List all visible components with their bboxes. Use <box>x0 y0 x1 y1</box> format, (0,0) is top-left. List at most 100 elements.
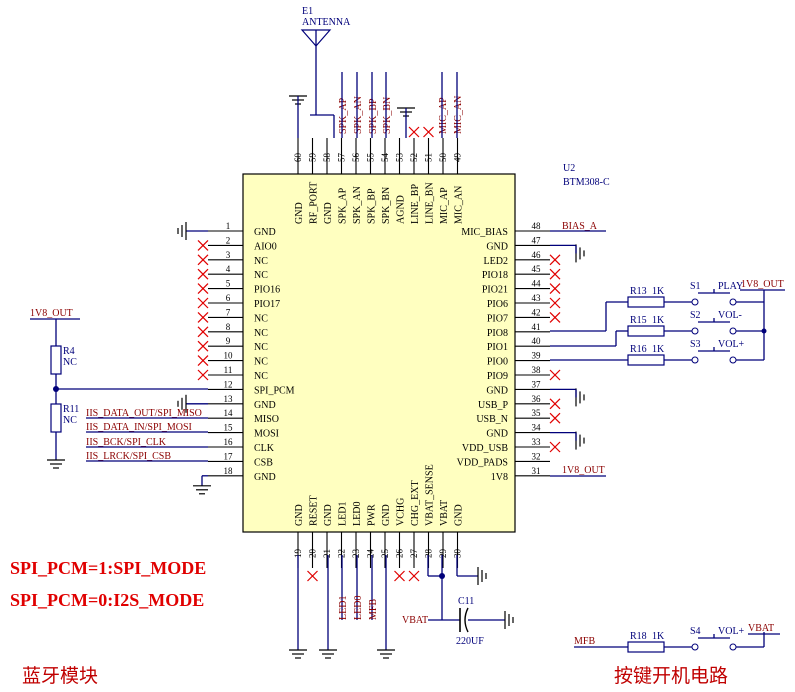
svg-text:SPK_BP: SPK_BP <box>367 188 378 224</box>
svg-text:CHG_EXT: CHG_EXT <box>410 480 421 526</box>
svg-text:PIO7: PIO7 <box>487 313 508 324</box>
svg-text:PIO0: PIO0 <box>487 357 508 368</box>
svg-text:PWR: PWR <box>367 504 378 526</box>
svg-text:MIC_BIAS: MIC_BIAS <box>461 227 508 238</box>
svg-text:28: 28 <box>424 549 434 559</box>
svg-text:GND: GND <box>254 472 276 483</box>
svg-text:NC: NC <box>63 357 77 368</box>
svg-text:MIC_AN: MIC_AN <box>454 186 465 224</box>
svg-text:MIC_AP: MIC_AP <box>438 97 449 134</box>
svg-text:VBAT: VBAT <box>439 500 450 526</box>
svg-text:ANTENNA: ANTENNA <box>302 17 351 28</box>
ic-body <box>242 173 516 533</box>
svg-text:1K: 1K <box>652 344 665 355</box>
svg-text:MIC_AN: MIC_AN <box>453 96 464 134</box>
svg-text:S1: S1 <box>690 281 701 292</box>
svg-text:54: 54 <box>380 153 390 163</box>
svg-text:36: 36 <box>532 394 542 404</box>
pin-7: 7NC <box>197 307 268 324</box>
svg-text:55: 55 <box>366 153 376 163</box>
svg-text:GND: GND <box>323 504 334 526</box>
svg-text:27: 27 <box>409 549 419 559</box>
svg-text:1K: 1K <box>652 631 665 642</box>
svg-text:VCHG: VCHG <box>396 498 407 526</box>
svg-text:22: 22 <box>337 549 347 558</box>
svg-text:GND: GND <box>254 400 276 411</box>
svg-text:IIS_DATA_OUT/SPI_MISO: IIS_DATA_OUT/SPI_MISO <box>86 408 202 419</box>
svg-text:43: 43 <box>532 293 542 303</box>
svg-text:40: 40 <box>532 336 542 346</box>
svg-text:LED2: LED2 <box>484 256 508 267</box>
caption-bluetooth: 蓝牙模块 <box>22 665 98 687</box>
svg-text:PIO8: PIO8 <box>487 328 508 339</box>
svg-text:R18: R18 <box>630 631 647 642</box>
svg-text:SPK_BN: SPK_BN <box>381 187 392 224</box>
svg-text:33: 33 <box>532 437 542 447</box>
svg-text:1: 1 <box>226 221 231 231</box>
svg-text:51: 51 <box>424 153 434 162</box>
mfb-circuit: MFB R18 1K S4 VOL+ VBAT <box>574 623 780 653</box>
svg-text:44: 44 <box>532 279 542 289</box>
svg-text:GND: GND <box>294 202 305 224</box>
out-net: 1V8_OUT <box>562 465 605 476</box>
svg-text:56: 56 <box>351 153 361 163</box>
ic-part: BTM308-C <box>563 177 610 188</box>
pin-27: 27 CHG_EXT <box>408 480 421 582</box>
svg-text:PIO1: PIO1 <box>487 342 508 353</box>
svg-text:PIO6: PIO6 <box>487 299 508 310</box>
svg-text:NC: NC <box>254 357 268 368</box>
svg-text:6: 6 <box>226 293 231 303</box>
spi-pcm-network: 1V8_OUT R4 NC R11 NC <box>30 308 208 469</box>
svg-text:MIC_AP: MIC_AP <box>439 187 450 224</box>
pin-9: 9NC <box>197 336 268 353</box>
svg-text:41: 41 <box>532 322 541 332</box>
svg-text:PIO21: PIO21 <box>482 285 508 296</box>
svg-text:R15: R15 <box>630 315 647 326</box>
svg-text:GND: GND <box>254 227 276 238</box>
svg-text:MFB: MFB <box>574 636 595 647</box>
svg-text:S2: S2 <box>690 310 701 321</box>
svg-text:5: 5 <box>226 279 231 289</box>
svg-text:2: 2 <box>226 235 231 245</box>
svg-text:38: 38 <box>532 365 542 375</box>
svg-text:35: 35 <box>532 408 542 418</box>
svg-text:24: 24 <box>366 549 376 559</box>
svg-text:LED1: LED1 <box>338 502 349 526</box>
svg-text:14: 14 <box>224 408 234 418</box>
svg-text:42: 42 <box>532 307 541 317</box>
button-circuit: 1V8_OUT R13 1K S1 PLAY R15 1K S2 VOL- <box>550 279 785 366</box>
svg-text:AGND: AGND <box>396 195 407 224</box>
svg-text:VOL+: VOL+ <box>718 339 745 350</box>
caption-power-key: 按键开机电路 <box>614 665 728 687</box>
svg-text:S3: S3 <box>690 339 701 350</box>
svg-text:34: 34 <box>532 423 542 433</box>
bottom-pins: 19GND20RESET21GND22LED123LED024PWR25GND2… <box>293 464 465 582</box>
ic-ref: U2 <box>563 163 575 174</box>
svg-text:SPK_AP: SPK_AP <box>338 97 349 134</box>
top-pins: 60GND59RF_PORT58GND57SPK_AP56SPK_AN55SPK… <box>293 126 465 224</box>
svg-text:USB_N: USB_N <box>476 414 508 425</box>
svg-text:39: 39 <box>532 351 542 361</box>
svg-text:VBAT: VBAT <box>748 623 774 634</box>
